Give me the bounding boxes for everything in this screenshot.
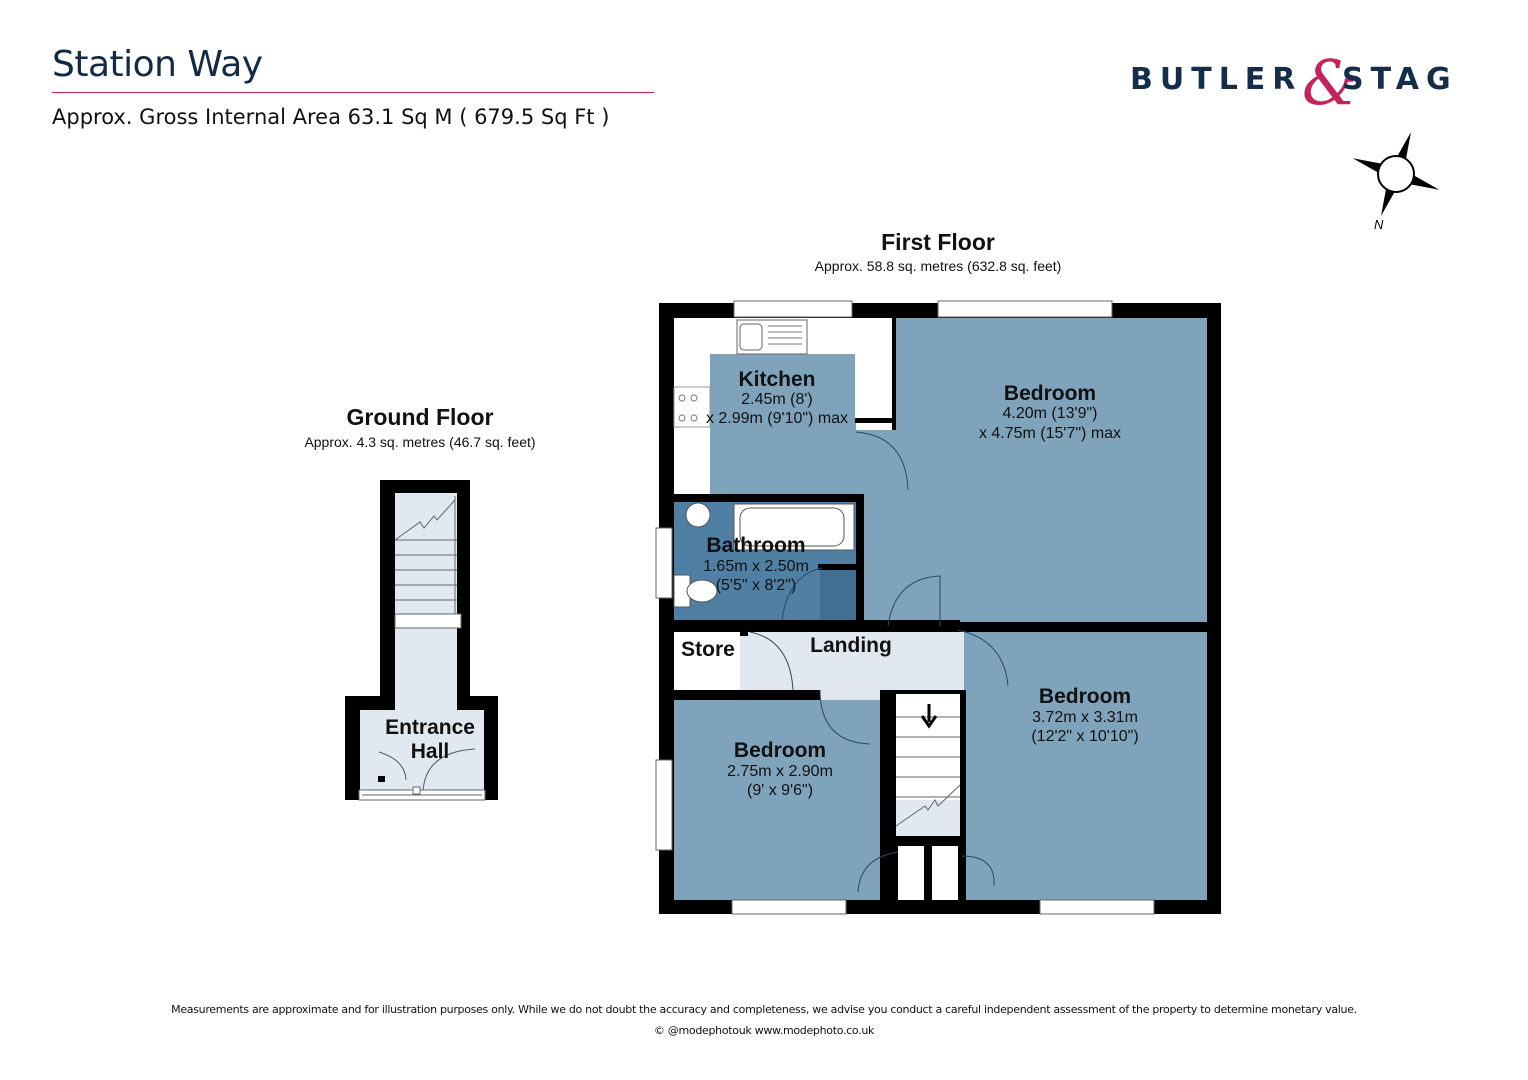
room-label-kitchen: Kitchen bbox=[738, 368, 815, 391]
room-dim-bathroom-1: 1.65m x 2.50m bbox=[703, 558, 809, 575]
room-label-store: Store bbox=[681, 638, 735, 661]
room-dim-bedroom-3a: 2.75m x 2.90m bbox=[727, 763, 833, 780]
compass-rose-icon: N bbox=[1348, 126, 1444, 236]
brand-word-stag: STAG bbox=[1342, 62, 1458, 97]
room-dim-bedroom-2b: (12'2" x 10'10") bbox=[1031, 728, 1138, 745]
title-divider bbox=[52, 92, 654, 93]
footer-disclaimer: Measurements are approximate and for ill… bbox=[171, 1003, 1357, 1016]
room-label-bedroom-3: Bedroom bbox=[734, 739, 826, 762]
brand-word-butler: BUTLER bbox=[1130, 62, 1303, 97]
room-label-bedroom-1: Bedroom bbox=[1004, 382, 1096, 405]
ground-floor-plan: Entrance Hall bbox=[345, 480, 498, 801]
room-label-entrance-hall-line1: Entrance bbox=[385, 716, 475, 739]
first-floor-area: Approx. 58.8 sq. metres (632.8 sq. feet) bbox=[814, 258, 1062, 274]
room-label-landing: Landing bbox=[810, 634, 892, 657]
room-label-bathroom: Bathroom bbox=[706, 534, 805, 557]
ground-floor-area: Approx. 4.3 sq. metres (46.7 sq. feet) bbox=[304, 434, 536, 450]
brand-ampersand: & bbox=[1302, 46, 1358, 119]
room-dim-bathroom-2: (5'5" x 8'2") bbox=[716, 577, 797, 594]
gross-internal-area: Approx. Gross Internal Area 63.1 Sq M ( … bbox=[52, 105, 610, 129]
room-label-bedroom-2: Bedroom bbox=[1039, 685, 1131, 708]
room-dim-kitchen-2: x 2.99m (9'10") max bbox=[706, 410, 848, 427]
room-dim-bedroom-1b: x 4.75m (15'7") max bbox=[979, 425, 1121, 442]
room-dim-bedroom-2a: 3.72m x 3.31m bbox=[1032, 709, 1138, 726]
brand-logo: BUTLER & STAG bbox=[1130, 46, 1475, 119]
first-floor-plan: Kitchen 2.45m (8') x 2.99m (9'10") max B… bbox=[655, 300, 1221, 915]
room-dim-bedroom-1a: 4.20m (13'9") bbox=[1003, 405, 1098, 422]
compass-north-label: N bbox=[1374, 217, 1384, 232]
ground-floor-title: Ground Floor bbox=[346, 404, 494, 430]
first-floor-title: First Floor bbox=[881, 229, 995, 255]
room-dim-kitchen-1: 2.45m (8') bbox=[741, 391, 813, 408]
room-dim-bedroom-3b: (9' x 9'6") bbox=[747, 782, 813, 799]
property-title: Station Way bbox=[52, 44, 263, 85]
room-label-entrance-hall-line2: Hall bbox=[411, 740, 450, 763]
footer-credit: © @modephotouk www.modephoto.co.uk bbox=[653, 1024, 875, 1037]
